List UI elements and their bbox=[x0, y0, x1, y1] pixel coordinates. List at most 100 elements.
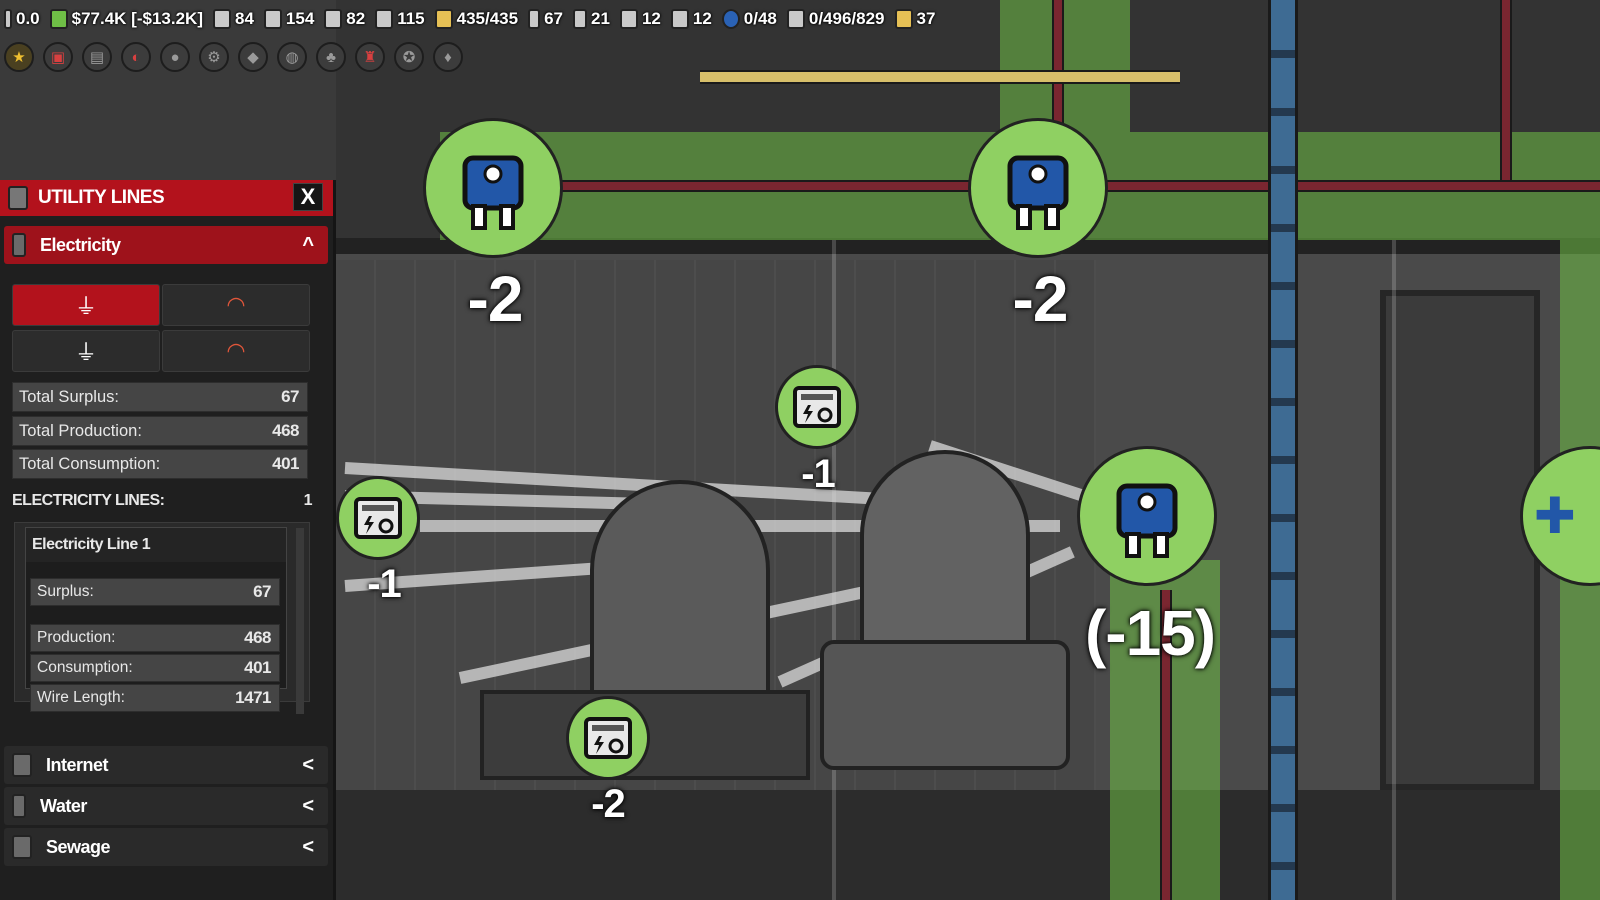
award-icon[interactable]: ✪ bbox=[394, 42, 424, 72]
power-plug-icon bbox=[462, 155, 524, 230]
power-outlet-value: -2 bbox=[1012, 263, 1069, 335]
yellow-pipe bbox=[700, 70, 1180, 84]
router-icon bbox=[12, 753, 32, 777]
toolbar-icon-row: ★ ▣ ▤ ◐ ● ⚙ ◆ ◍ ♣ ♜ ✪ ♦ bbox=[0, 42, 463, 72]
clock-icon bbox=[4, 9, 12, 29]
electric-device-node[interactable] bbox=[336, 476, 420, 560]
student-icon bbox=[786, 9, 805, 29]
disconnected-producers-button[interactable]: ◠ bbox=[162, 330, 310, 372]
mask-icon[interactable]: ● bbox=[160, 42, 190, 72]
stat-b[interactable]: 154 bbox=[263, 9, 314, 29]
grid-line-v1 bbox=[832, 240, 836, 900]
stat-electricity[interactable]: 67 bbox=[528, 9, 563, 29]
tree-icon[interactable]: ♣ bbox=[316, 42, 346, 72]
total-consumption-row: Total Consumption:401 bbox=[12, 449, 308, 479]
electric-meter-icon bbox=[354, 497, 402, 539]
game-speed[interactable]: 0.0 bbox=[4, 9, 40, 29]
close-button[interactable]: X bbox=[293, 183, 323, 211]
toilet-icon bbox=[619, 9, 638, 29]
stat-d[interactable]: 115 bbox=[375, 9, 425, 29]
total-surplus-row: Total Surplus:67 bbox=[12, 382, 308, 412]
electricity-label: Electricity bbox=[40, 234, 121, 255]
stat-a[interactable]: 84 bbox=[212, 9, 254, 29]
internet-section-toggle[interactable]: Internet < bbox=[4, 746, 328, 784]
electricity-line-title: Electricity Line 1 bbox=[26, 528, 286, 562]
chevron-left-icon: < bbox=[302, 794, 314, 817]
power-plug-icon bbox=[1007, 155, 1069, 230]
power-outlet-total-value: (-15) bbox=[1084, 597, 1216, 669]
top-status-bar: 0.0 $77.4K [-$13.2K] 84 154 82 115 435/4… bbox=[0, 0, 960, 38]
stat-students[interactable]: 0/496/829 bbox=[786, 9, 885, 29]
power-outlet-node[interactable] bbox=[968, 118, 1108, 258]
utility-icon bbox=[8, 186, 28, 210]
gem-icon[interactable]: ♦ bbox=[433, 42, 463, 72]
power-outlet-value: -2 bbox=[467, 263, 524, 335]
utility-lines-panel: UTILITY LINES X Electricity ^ ⏚ ◠ ⏚ ◠ To… bbox=[0, 180, 336, 900]
electric-device-value: -1 bbox=[367, 562, 402, 606]
plug-icon: ⏚ bbox=[74, 294, 97, 319]
trophy-icon bbox=[894, 9, 913, 29]
faucet-icon bbox=[12, 794, 26, 818]
battery-icon bbox=[528, 9, 541, 29]
electricity-section-toggle[interactable]: Electricity ^ bbox=[4, 226, 328, 264]
stat-water[interactable]: 21 bbox=[573, 9, 610, 29]
lines-scrollbar[interactable] bbox=[296, 528, 304, 714]
shield-icon[interactable]: ◆ bbox=[238, 42, 268, 72]
grid-line-v2 bbox=[1392, 240, 1396, 900]
electric-device-node[interactable] bbox=[775, 365, 859, 449]
total-production-row: Total Production:468 bbox=[12, 416, 308, 446]
stat-internet[interactable]: 12 bbox=[670, 9, 712, 29]
battery-icon bbox=[12, 233, 26, 257]
electric-device-node[interactable] bbox=[566, 696, 650, 780]
electric-device-value: -1 bbox=[801, 452, 836, 496]
power-outlet-node[interactable] bbox=[423, 118, 563, 258]
floor bbox=[336, 790, 1600, 900]
power-plug-icon bbox=[1116, 483, 1178, 558]
document-icon bbox=[212, 9, 231, 29]
electricity-view-modes: ⏚ ◠ ⏚ ◠ bbox=[12, 284, 310, 372]
building-icon[interactable]: ▤ bbox=[82, 42, 112, 72]
globe-icon[interactable]: ◐ bbox=[121, 42, 151, 72]
panel-title: UTILITY LINES bbox=[38, 187, 165, 208]
armchair bbox=[820, 640, 1070, 770]
stat-e[interactable]: 435/435 bbox=[434, 9, 518, 29]
disconnected-consumers-button[interactable]: ⏚ bbox=[12, 330, 160, 372]
clipboard-icon bbox=[263, 9, 282, 29]
consumers-mode-button[interactable]: ⏚ bbox=[12, 284, 160, 326]
notes-icon bbox=[375, 9, 394, 29]
settings-icon[interactable]: ⚙ bbox=[199, 42, 229, 72]
line-wire-length-row: Wire Length:1471 bbox=[30, 684, 280, 712]
sewage-section-toggle[interactable]: Sewage < bbox=[4, 828, 328, 866]
water-section-toggle[interactable]: Water < bbox=[4, 787, 328, 825]
panel-header: UTILITY LINES X bbox=[0, 180, 333, 216]
vehicle-icon[interactable]: ▣ bbox=[43, 42, 73, 72]
money-icon bbox=[49, 9, 68, 29]
stat-reputation[interactable]: 37 bbox=[894, 9, 935, 29]
person-icon bbox=[721, 9, 740, 29]
stat-sewage[interactable]: 12 bbox=[619, 9, 661, 29]
electricity-lines-header: ELECTRICITY LINES:1 bbox=[12, 492, 313, 509]
money-stat[interactable]: $77.4K [-$13.2K] bbox=[49, 9, 203, 29]
line-surplus-row: Surplus:67 bbox=[30, 578, 280, 606]
report-icon bbox=[324, 9, 343, 29]
red-wire-vertical-edge bbox=[1500, 0, 1512, 180]
electric-device-value: -2 bbox=[591, 782, 626, 826]
line-consumption-row: Consumption:401 bbox=[30, 654, 280, 682]
network-icon: ✚ bbox=[1534, 488, 1576, 544]
world-icon[interactable]: ◍ bbox=[277, 42, 307, 72]
trash-icon[interactable]: ♜ bbox=[355, 42, 385, 72]
power-outlet-node-main[interactable] bbox=[1077, 446, 1217, 586]
router-icon bbox=[670, 9, 689, 29]
star-icon[interactable]: ★ bbox=[4, 42, 34, 72]
stat-c[interactable]: 82 bbox=[324, 9, 365, 29]
power-overlay-vertical-top bbox=[1000, 0, 1130, 132]
producers-mode-button[interactable]: ◠ bbox=[162, 284, 310, 326]
stat-staff[interactable]: 0/48 bbox=[721, 9, 777, 29]
bed-icon bbox=[434, 9, 453, 29]
left-backdrop bbox=[0, 0, 336, 180]
gauge-minus-icon: ◠ bbox=[226, 338, 246, 363]
toilet-icon bbox=[12, 835, 32, 859]
chevron-up-icon: ^ bbox=[302, 233, 314, 256]
gauge-icon: ◠ bbox=[226, 292, 246, 317]
electric-meter-icon bbox=[793, 386, 841, 428]
